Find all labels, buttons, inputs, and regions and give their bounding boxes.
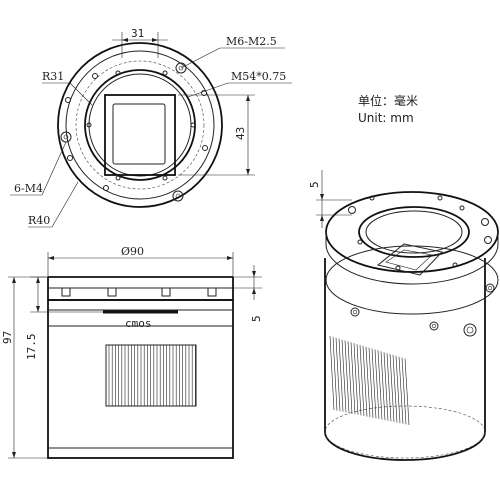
dim-31-label: 31 [131,27,144,40]
dim-31: 31 [112,27,168,58]
sensor-window-inner [112,103,166,165]
dim-5-side: 5 [233,265,263,322]
dim-97-label: 97 [1,331,14,344]
side-view: cmos Ø90 97 17.5 [1,245,263,459]
leader-m54: M54*0.75 [187,70,292,98]
iso-flange-holes [348,195,492,271]
label-m54: M54*0.75 [231,70,286,83]
iso-body-holes [350,283,495,337]
iso-thread-inner [365,210,463,254]
dim-17-5: 17.5 [25,276,103,361]
outer-flange-circle [57,42,223,208]
label-6m4: 6-M4 [14,182,43,195]
dim-5-iso: 5 [308,170,352,228]
dim-97: 97 [1,276,48,459]
flange-inner-circle [65,50,215,200]
unit-en: Unit: mm [358,111,414,125]
side-body [47,299,234,459]
label-m6: M6-M2.5 [226,35,277,48]
leader-6m4: 6-M4 [10,141,67,196]
dim-43-label: 43 [234,127,247,140]
label-r40: R40 [28,214,50,227]
iso-flange-top [325,191,499,273]
mounting-holes [60,62,208,202]
unit-note: 单位：毫米 Unit: mm [358,93,418,125]
sensor-window-outer [104,94,176,176]
label-r31: R31 [42,70,64,83]
iso-thread-outer [358,206,470,258]
bolt-circle [75,60,205,190]
dim-43: 43 [178,94,255,176]
iso-view: 5 [308,170,499,461]
front-view: 31 M6-M2.5 M54*0.75 R31 6-M4 [10,27,292,228]
dim-5-side-label: 5 [250,315,263,322]
dim-diameter-label: Ø90 [121,245,144,258]
cmos-label: cmos [125,317,152,330]
dim-5-iso-label: 5 [308,181,321,188]
leader-m6: M6-M2.5 [180,35,285,69]
iso-body-bottom [324,405,486,459]
heatsink-fins [105,344,197,407]
leader-r40: R40 [28,181,79,228]
iso-heatsink-fins [329,335,410,426]
unit-cn: 单位：毫米 [358,93,418,108]
dim-diameter: Ø90 [47,245,234,277]
dim-17-5-label: 17.5 [25,334,38,361]
leader-r31: R31 [42,70,93,106]
